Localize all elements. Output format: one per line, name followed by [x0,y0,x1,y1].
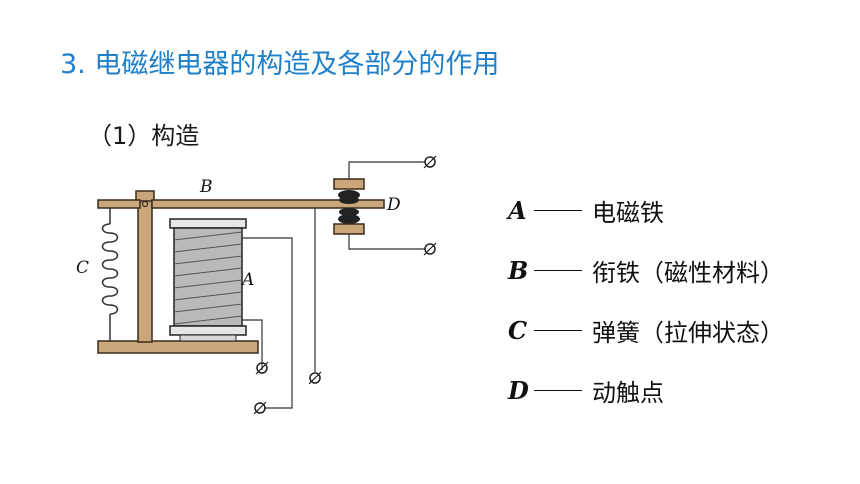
label-d: D [386,195,401,215]
legend-key: B [508,255,529,285]
lower-contact [338,214,360,224]
base-board [97,340,259,354]
legend-dash [534,269,582,271]
legend-item: A 电磁铁 [508,180,784,240]
coil-bottom-plate [169,325,247,336]
lower-contact-arm [333,223,365,235]
legend-dash [534,389,582,391]
legend: A 电磁铁 B 衔铁（磁性材料） C 弹簧（拉伸状态） D 动触点 [508,180,784,420]
spring-coil [101,223,119,315]
page-title: 3. 电磁继电器的构造及各部分的作用 [60,49,500,80]
legend-text: 衔铁（磁性材料） [592,258,784,287]
legend-dash [534,329,582,331]
legend-dash [534,209,582,211]
coil-body [173,227,243,327]
terminal-coil-1 [256,362,268,374]
terminal-coil-2 [254,402,266,414]
terminal-lower [424,243,436,255]
legend-item: C 弹簧（拉伸状态） [508,300,784,360]
upper-contact-arm [333,178,365,190]
legend-key: D [508,375,529,405]
terminal-common [309,372,321,384]
relay-diagram: B C A D [70,148,470,432]
legend-key: C [508,315,528,345]
pivot-pin [141,200,149,208]
label-b: B [199,177,213,197]
label-a: A [240,270,254,290]
legend-text: 弹簧（拉伸状态） [592,318,784,347]
spring-arm [97,199,141,209]
legend-key: A [508,195,527,225]
legend-item: D 动触点 [508,360,784,420]
moving-contact-bottom [339,208,359,216]
relay-diagram-svg: B C A D [76,155,437,415]
armature [151,199,385,209]
pivot-post [137,199,153,343]
moving-contact-top [339,196,359,204]
coil-top-plate [169,218,247,229]
section-subtitle: （1）构造 [88,122,200,150]
terminal-upper [424,156,436,168]
legend-text: 电磁铁 [592,198,664,227]
legend-text: 动触点 [592,378,664,407]
label-c: C [76,258,89,278]
legend-item: B 衔铁（磁性材料） [508,240,784,300]
